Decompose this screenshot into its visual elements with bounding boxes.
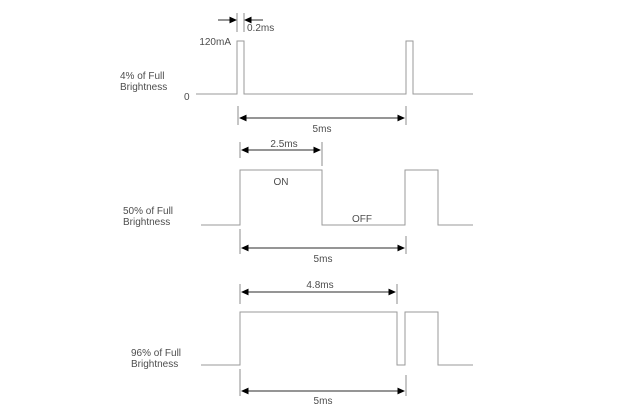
- left-arrowhead-icon: [241, 146, 249, 154]
- pulse-width-label-96pct: 4.8ms: [306, 280, 333, 291]
- waveform-50pct-group: 2.5ms ON OFF 50% of Full Brightness 5ms: [123, 139, 473, 265]
- right-arrowhead-icon: [397, 387, 405, 395]
- right-arrowhead-icon: [229, 16, 237, 24]
- pulse-width-label-4pct: 0.2ms: [247, 23, 274, 34]
- waveform-trace-4pct: [196, 40, 473, 95]
- waveform-96pct-group: 4.8ms 96% of Full Brightness 5ms: [131, 280, 473, 407]
- waveform-caption-96pct-line2: Brightness: [131, 359, 178, 370]
- waveform-caption-50pct-line1: 50% of Full: [123, 206, 173, 217]
- right-arrowhead-icon: [388, 288, 396, 296]
- zero-level-label: 0: [184, 92, 190, 103]
- waveform-caption-4pct-line1: 4% of Full: [120, 71, 164, 82]
- left-arrowhead-icon: [244, 16, 252, 24]
- waveform-trace-50pct: [201, 169, 473, 226]
- peak-current-label: 120mA: [199, 37, 231, 48]
- waveform-caption-96pct-line1: 96% of Full: [131, 348, 181, 359]
- waveform-4pct-group: 0.2ms 120mA 0 4% of Full Brightness 5ms: [120, 13, 473, 135]
- left-arrowhead-icon: [239, 114, 247, 122]
- right-arrowhead-icon: [397, 244, 405, 252]
- left-arrowhead-icon: [241, 288, 249, 296]
- waveform-caption-4pct-line2: Brightness: [120, 82, 167, 93]
- on-state-label: ON: [274, 177, 289, 188]
- off-state-label: OFF: [352, 214, 372, 225]
- right-arrowhead-icon: [313, 146, 321, 154]
- left-arrowhead-icon: [241, 244, 249, 252]
- pulse-width-label-50pct: 2.5ms: [270, 139, 297, 150]
- right-arrowhead-icon: [397, 114, 405, 122]
- period-label-96pct: 5ms: [314, 396, 333, 407]
- waveform-caption-50pct-line2: Brightness: [123, 217, 170, 228]
- left-arrowhead-icon: [241, 387, 249, 395]
- period-label-50pct: 5ms: [314, 254, 333, 265]
- period-label-4pct: 5ms: [313, 124, 332, 135]
- waveform-trace-96pct: [201, 311, 473, 366]
